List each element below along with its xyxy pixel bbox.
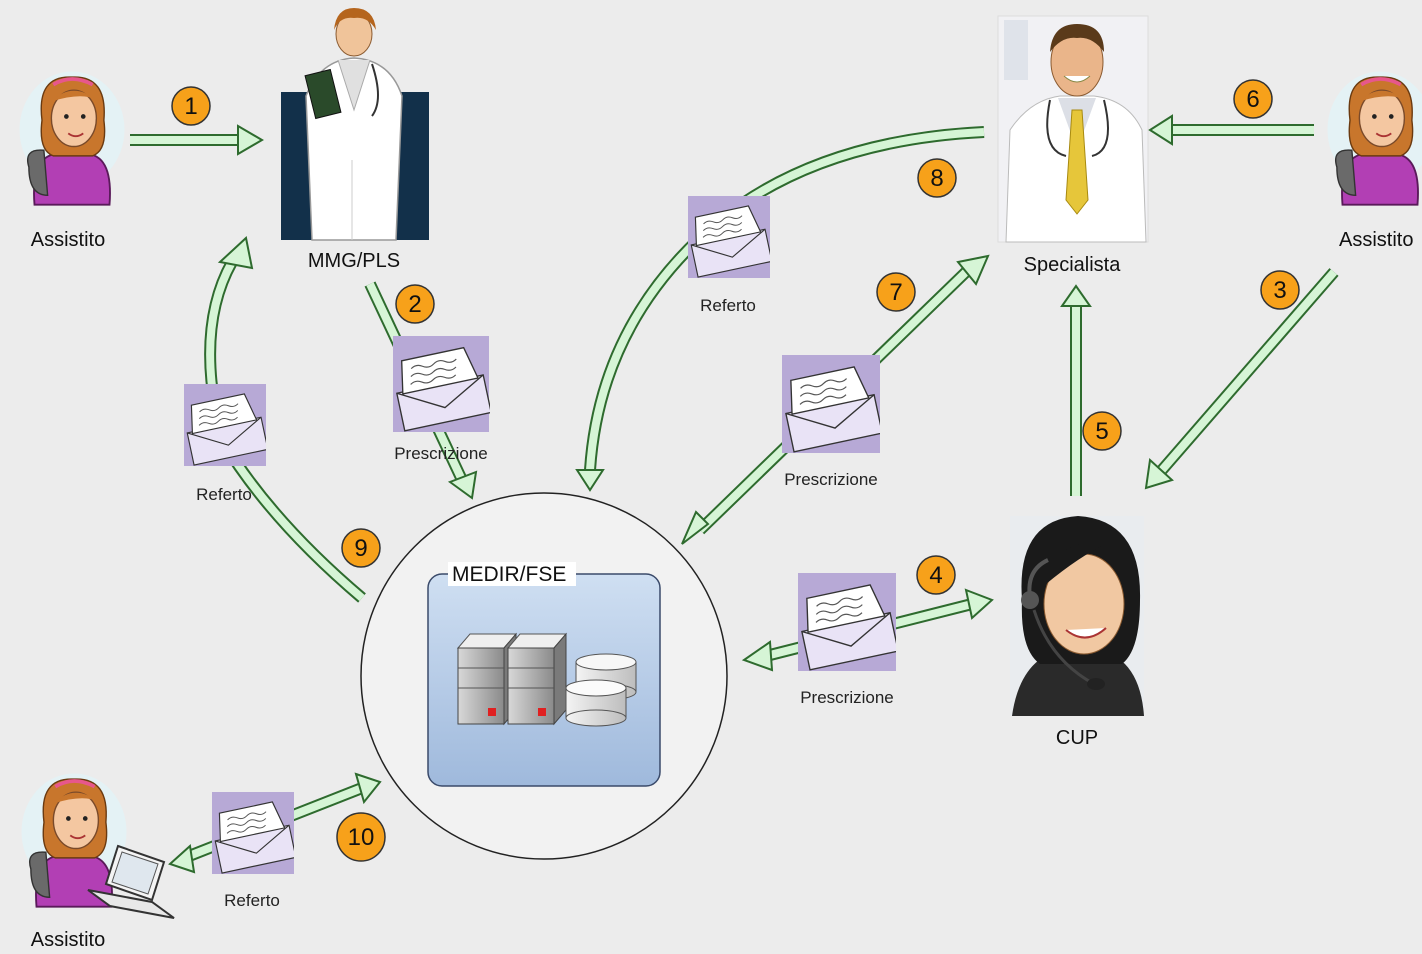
assistito-bottom-left-label: Assistito	[31, 929, 105, 949]
step-badge-9: 9	[342, 529, 380, 567]
envelope-icon	[390, 336, 491, 432]
arrow-5	[1062, 286, 1090, 496]
arrow-1	[130, 126, 262, 154]
doc-referto-top-label: Referto	[700, 296, 756, 315]
step-badge-4: 4	[917, 556, 955, 594]
actor-specialista: Specialista	[998, 16, 1148, 276]
cup-label: CUP	[1056, 727, 1098, 749]
actor-assistito-top-left: Assistito	[20, 72, 125, 252]
arrow-3	[1146, 272, 1334, 488]
medir-fse-label: MEDIR/FSE	[452, 563, 566, 586]
svg-text:9: 9	[354, 535, 367, 562]
svg-text:8: 8	[930, 165, 943, 192]
medir-fse-node: MEDIR/FSE	[361, 493, 727, 859]
step-badge-5: 5	[1083, 412, 1121, 450]
doc-prescrizione-spec: Prescrizione	[779, 355, 882, 489]
doctor-icon	[305, 8, 402, 240]
actor-mmg: MMG/PLS	[281, 8, 429, 272]
person-icon	[20, 72, 125, 205]
arrow-6	[1150, 116, 1314, 144]
server-icon	[458, 634, 566, 724]
envelope-icon	[182, 384, 268, 466]
svg-text:6: 6	[1246, 86, 1259, 113]
actor-assistito-bottom-left: Assistito	[22, 774, 175, 950]
operator-icon	[1012, 516, 1144, 716]
doc-prescrizione-mmg: Prescrizione	[390, 336, 491, 463]
step-badge-3: 3	[1261, 271, 1299, 309]
actor-assistito-top-right: Assistito	[1328, 72, 1422, 252]
doc-prescrizione-cup-label: Prescrizione	[800, 688, 894, 707]
envelope-icon	[779, 355, 882, 453]
svg-text:5: 5	[1095, 418, 1108, 445]
assistito-top-left-label: Assistito	[31, 229, 105, 251]
assistito-top-right-label: Assistito	[1339, 229, 1413, 251]
svg-text:7: 7	[889, 279, 902, 306]
step-badge-10: 10	[337, 813, 385, 861]
svg-text:3: 3	[1273, 277, 1286, 304]
doc-referto-top: Referto	[686, 196, 772, 315]
envelope-icon	[210, 792, 296, 874]
doc-referto-left-label: Referto	[196, 485, 252, 504]
doc-prescrizione-mmg-label: Prescrizione	[394, 444, 488, 463]
specialista-label: Specialista	[1024, 254, 1122, 276]
svg-text:4: 4	[929, 562, 942, 589]
svg-text:1: 1	[184, 93, 197, 120]
svg-text:10: 10	[348, 824, 375, 851]
step-badge-8: 8	[918, 159, 956, 197]
step-badge-7: 7	[877, 273, 915, 311]
step-badge-2: 2	[396, 285, 434, 323]
database-icon	[566, 654, 636, 726]
envelope-icon	[686, 196, 772, 278]
envelope-icon	[795, 573, 898, 671]
doc-prescrizione-cup: Prescrizione	[795, 573, 898, 707]
doc-referto-bottom-label: Referto	[224, 891, 280, 910]
step-badge-1: 1	[172, 87, 210, 125]
mmg-label: MMG/PLS	[308, 250, 400, 272]
step-badge-6: 6	[1234, 80, 1272, 118]
doc-prescrizione-spec-label: Prescrizione	[784, 470, 878, 489]
svg-text:2: 2	[408, 291, 421, 318]
person-icon	[1328, 72, 1422, 205]
doc-referto-bottom: Referto	[210, 792, 296, 910]
actor-cup: CUP	[1010, 516, 1144, 749]
